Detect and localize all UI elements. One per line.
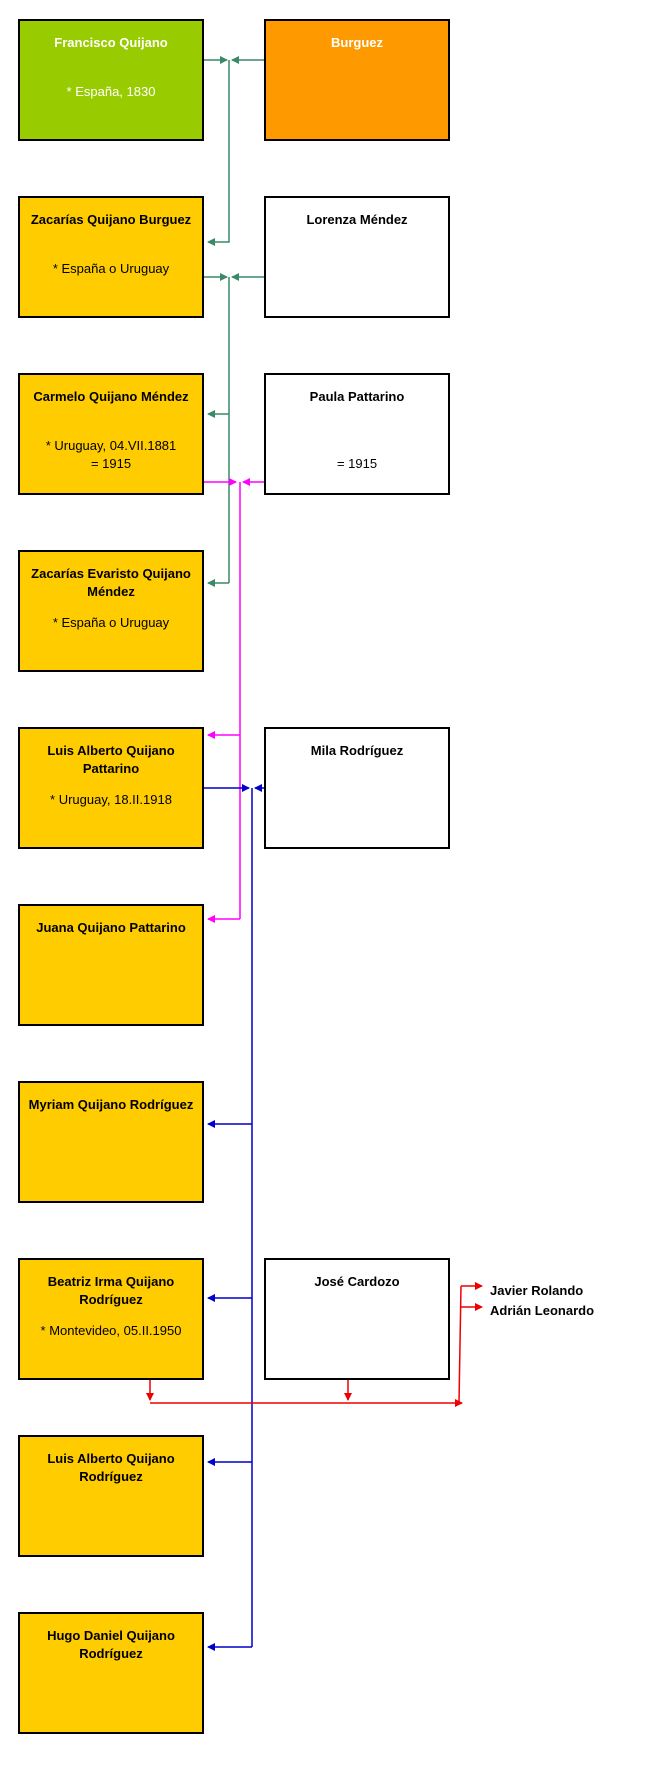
child-name-adrian-leonardo: Adrián Leonardo <box>490 1303 595 1318</box>
person-note: * España, 1830 <box>66 84 156 99</box>
person-note: * Montevideo, 05.II.1950 <box>40 1323 182 1338</box>
person-box-juana-quijano-pattarino: Juana Quijano Pattarino <box>18 904 204 1026</box>
person-box-burguez: Burguez <box>264 19 450 141</box>
person-name: Beatriz Irma Quijano Rodríguez <box>47 1274 175 1307</box>
person-note: * España o Uruguay <box>52 615 170 630</box>
green-connector-generation-2 <box>204 273 264 587</box>
blue-connector-generation-4 <box>204 784 264 1651</box>
red-connector-generation-5 <box>146 1282 483 1407</box>
person-box-hugo-daniel-quijano-rodriguez: Hugo Daniel Quijano Rodríguez <box>18 1612 204 1734</box>
person-note: * España o Uruguay <box>52 261 170 276</box>
person-box-zacarias-evaristo: Zacarías Evaristo Quijano Méndez * Españ… <box>18 550 204 672</box>
person-name: Luis Alberto Quijano Pattarino <box>47 743 175 776</box>
person-box-francisco-quijano: Francisco Quijano * España, 1830 <box>18 19 204 141</box>
person-note-marriage: = 1915 <box>336 456 378 471</box>
person-box-zacarias-quijano-burguez: Zacarías Quijano Burguez * España o Urug… <box>18 196 204 318</box>
person-name: Francisco Quijano <box>54 35 168 50</box>
person-name: Zacarías Evaristo Quijano Méndez <box>31 566 191 599</box>
person-name: Myriam Quijano Rodríguez <box>28 1097 194 1112</box>
person-name: Burguez <box>331 35 383 50</box>
person-box-myriam-quijano-rodriguez: Myriam Quijano Rodríguez <box>18 1081 204 1203</box>
person-name: Mila Rodríguez <box>310 743 404 758</box>
person-box-beatriz-irma-quijano-rodriguez: Beatriz Irma Quijano Rodríguez * Montevi… <box>18 1258 204 1380</box>
person-name: Lorenza Méndez <box>306 212 408 227</box>
person-name: Hugo Daniel Quijano Rodríguez <box>47 1628 175 1661</box>
person-name: Carmelo Quijano Méndez <box>33 389 189 404</box>
person-name: José Cardozo <box>314 1274 400 1289</box>
person-name: Zacarías Quijano Burguez <box>30 212 192 227</box>
child-name-javier-rolando: Javier Rolando <box>490 1283 584 1298</box>
person-note: * Uruguay, 04.VII.1881 <box>45 438 177 453</box>
person-name: Paula Pattarino <box>309 389 405 404</box>
person-box-carmelo-quijano-mendez: Carmelo Quijano Méndez * Uruguay, 04.VII… <box>18 373 204 495</box>
person-note-marriage: = 1915 <box>90 456 132 471</box>
person-note: * Uruguay, 18.II.1918 <box>50 792 172 807</box>
person-box-mila-rodriguez: Mila Rodríguez <box>264 727 450 849</box>
person-box-lorenza-mendez: Lorenza Méndez <box>264 196 450 318</box>
magenta-connector-generation-3 <box>204 478 264 923</box>
person-box-paula-pattarino: Paula Pattarino = 1915 <box>264 373 450 495</box>
green-connector-generation-1 <box>204 56 264 246</box>
person-name: Luis Alberto Quijano Rodríguez <box>47 1451 175 1484</box>
person-box-jose-cardozo: José Cardozo <box>264 1258 450 1380</box>
person-box-luis-alberto-quijano-pattarino: Luis Alberto Quijano Pattarino * Uruguay… <box>18 727 204 849</box>
person-name: Juana Quijano Pattarino <box>36 920 186 935</box>
person-box-luis-alberto-quijano-rodriguez: Luis Alberto Quijano Rodríguez <box>18 1435 204 1557</box>
